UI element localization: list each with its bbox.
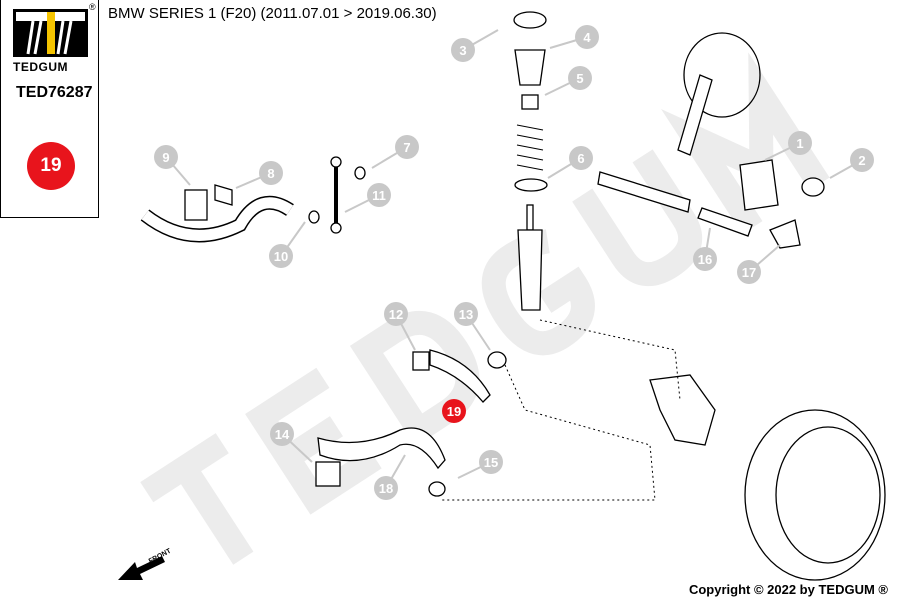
lower-control-arm xyxy=(317,427,446,470)
callout-label: 9 xyxy=(162,150,169,165)
callout-13 xyxy=(454,302,478,326)
front-arrow-icon xyxy=(118,556,165,580)
callout-17 xyxy=(737,260,761,284)
stabilizer-bar xyxy=(141,197,294,241)
highlight-callout xyxy=(442,399,466,423)
callout-3 xyxy=(451,38,475,62)
strut-mount xyxy=(513,11,547,29)
callout-16 xyxy=(693,247,717,271)
registered-mark: ® xyxy=(89,2,96,12)
callout-label: 8 xyxy=(267,166,274,181)
upper-arm-bushing xyxy=(412,351,430,371)
steering-wheel xyxy=(683,32,761,118)
coil-spring xyxy=(516,124,544,171)
callout-label: 4 xyxy=(583,30,591,45)
stabilizer-link-upper-bushing xyxy=(354,166,366,180)
stabilizer-link-lower-joint xyxy=(330,222,342,234)
stabilizer-bracket xyxy=(214,184,233,206)
callout-label: 10 xyxy=(274,249,288,264)
callout-label: 7 xyxy=(403,140,410,155)
callout-14 xyxy=(270,422,294,446)
strut-dust-cover xyxy=(514,49,546,86)
callout-label: 2 xyxy=(858,153,865,168)
highlight-callout-label: 19 xyxy=(447,404,461,419)
callout-label: 12 xyxy=(389,307,403,322)
callout-label: 13 xyxy=(459,307,473,322)
callout-label: 18 xyxy=(379,481,393,496)
tie-rod xyxy=(697,207,753,237)
highlight-badge: 19 xyxy=(27,142,75,190)
callout-8 xyxy=(259,161,283,185)
stabilizer-link-lower-bushing xyxy=(308,210,320,224)
callout-label: 14 xyxy=(275,427,290,442)
bump-stop xyxy=(521,94,539,110)
steering-knuckle xyxy=(649,374,716,446)
callout-7 xyxy=(395,135,419,159)
callout-label: 6 xyxy=(577,151,584,166)
tie-rod-boot xyxy=(801,177,825,197)
callout-label: 16 xyxy=(698,252,712,267)
page-title: BMW SERIES 1 (F20) (2011.07.01 > 2019.06… xyxy=(108,5,437,22)
callout-label: 17 xyxy=(742,265,756,280)
part-code: TED76287 xyxy=(16,84,93,101)
brand-name: TEDGUM xyxy=(13,60,68,74)
callout-9 xyxy=(154,145,178,169)
callout-5 xyxy=(568,66,592,90)
stabilizer-bushing xyxy=(184,189,208,221)
callout-label: 1 xyxy=(796,136,803,151)
callout-6 xyxy=(569,146,593,170)
steering-column xyxy=(677,74,713,156)
callout-11 xyxy=(367,183,391,207)
callout-1 xyxy=(788,131,812,155)
steering-rack xyxy=(597,171,691,213)
callout-18 xyxy=(374,476,398,500)
lower-arm-bushing xyxy=(315,461,341,487)
shock-absorber xyxy=(517,229,543,311)
callout-2 xyxy=(850,148,874,172)
spring-seat xyxy=(514,178,548,192)
tie-rod-end xyxy=(769,219,801,249)
piston-rod xyxy=(526,204,534,231)
callout-10 xyxy=(269,244,293,268)
upper-control-arm xyxy=(429,349,491,403)
callout-15 xyxy=(479,450,503,474)
callout-label: 3 xyxy=(459,43,466,58)
wheel-rim xyxy=(775,426,881,564)
tedgum-logo xyxy=(13,9,88,57)
assembly-guide-lines xyxy=(440,319,681,501)
stabilizer-link-upper-joint xyxy=(330,156,342,168)
callout-12 xyxy=(384,302,408,326)
callout-4 xyxy=(575,25,599,49)
copyright: Copyright © 2022 by TEDGUM ® xyxy=(688,582,888,597)
callout-label: 15 xyxy=(484,455,498,470)
upper-arm-ball-joint xyxy=(487,351,507,369)
callout-label: 11 xyxy=(372,188,386,203)
brand-panel: ® TEDGUM TED76287 19 xyxy=(0,0,99,218)
lower-arm-ball-joint xyxy=(428,481,446,497)
steering-boot xyxy=(739,159,779,211)
callout-label: 5 xyxy=(576,71,583,86)
